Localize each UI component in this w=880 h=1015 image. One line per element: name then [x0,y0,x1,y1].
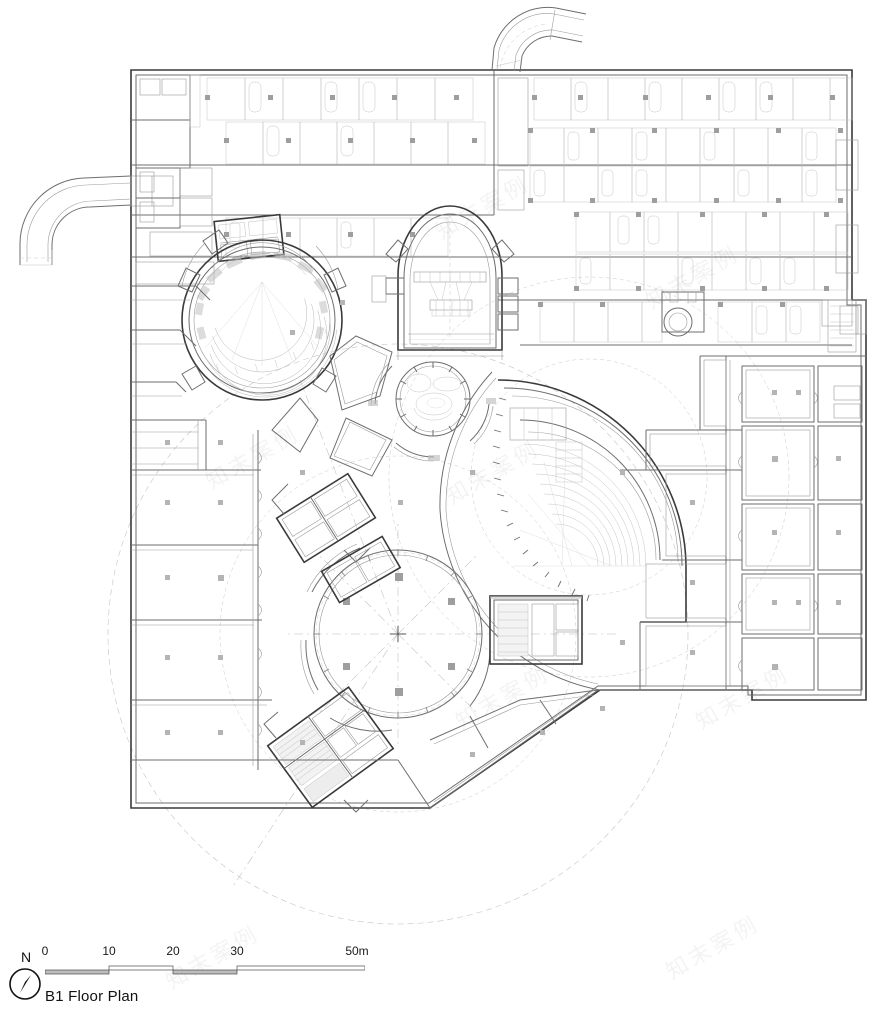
amphitheatre-mullions [492,397,590,602]
page-title: B1 Floor Plan [45,988,139,1005]
stair-core-center [489,595,583,665]
central-rotunda [300,543,491,732]
angled-room-block-nw [271,472,377,564]
circular-auditorium [177,229,347,401]
scale-bar: 0 10 20 30 50m [41,944,369,980]
west-open-halls [131,420,276,770]
scale-tick: 0 [41,944,49,958]
parking-row-1 [206,77,474,121]
garage-turning-core [661,291,705,337]
parking-row-east-a [533,77,853,121]
scale-tick: 50m [345,944,369,958]
grand-amphitheatre [439,371,687,691]
lobby-partitions [131,285,393,477]
small-round-chamber [368,361,496,462]
west-vehicle-ramp [19,175,174,266]
drawing-legend: N 0 10 20 30 50m B1 Floor Plan [0,930,880,1015]
dome-theatre [371,205,519,360]
scale-tick: 20 [166,944,180,958]
scale-tick: 30 [230,944,244,958]
south-strip [276,689,605,809]
scale-tick: 10 [102,944,116,958]
parking-row-east-d [539,299,853,343]
mid-east-corridor [598,355,866,691]
east-seating-strip [827,299,861,419]
east-back-of-house [738,299,863,691]
north-label: N [21,949,31,965]
parking-garage [131,70,867,346]
angled-room-block-midwest [320,535,402,604]
center-crosshair [390,626,406,642]
parking-row-east-b [529,127,859,203]
scale-tick-labels: 0 10 20 30 50m [41,944,369,960]
stair-core-southwest [263,685,395,813]
building-envelope [130,69,867,809]
scale-bar-graphic [45,965,365,975]
column-grid [290,300,625,745]
parking-row-2 [225,121,486,165]
nw-service-rooms [135,74,215,285]
parking-row-east-c [575,211,859,291]
north-vehicle-ramp [491,6,587,73]
north-arrow-icon: N [9,949,41,1000]
